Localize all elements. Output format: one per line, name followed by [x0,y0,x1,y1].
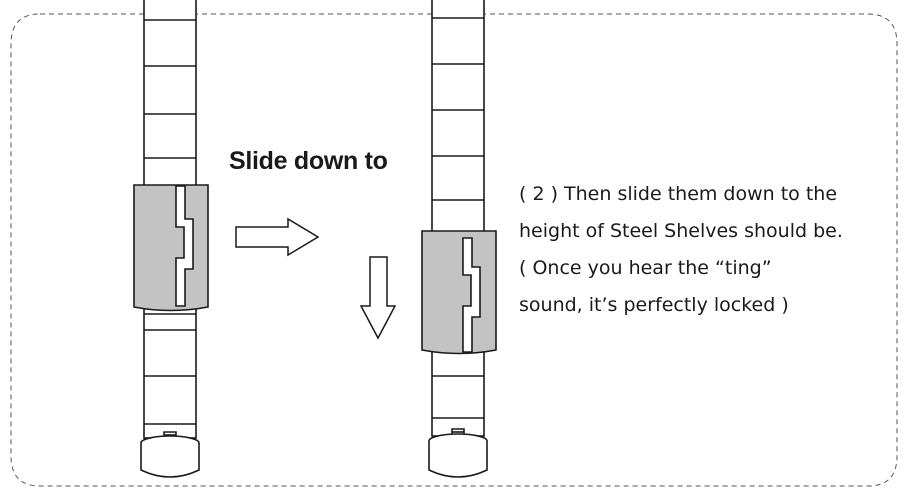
left-foot-cap [140,443,200,478]
right-sleeve [421,230,497,355]
arrow-down-icon [359,256,397,340]
instruction-line: sound, it’s perfectly locked ) [519,294,789,316]
left-pole-assembly [133,0,209,478]
instruction-line: height of Steel Shelves should be. [519,220,843,242]
right-pole [431,0,485,437]
left-sleeve-slot [175,185,194,307]
instruction-line: ( 2 ) Then slide them down to the [519,183,838,205]
left-sleeve [133,184,209,312]
right-pole-grooves [432,17,484,419]
dashed-frame [10,13,898,487]
instruction-line: ( Once you hear the “ting” [519,257,772,279]
right-foot-cap [428,441,488,478]
slide-down-caption: Slide down to [229,147,388,175]
right-pole-assembly [421,0,497,478]
right-sleeve-slot [462,237,481,353]
arrow-right-icon [235,217,320,257]
instruction-text: ( 2 ) Then slide them down to the height… [519,176,904,324]
left-pole-grooves [144,19,196,425]
